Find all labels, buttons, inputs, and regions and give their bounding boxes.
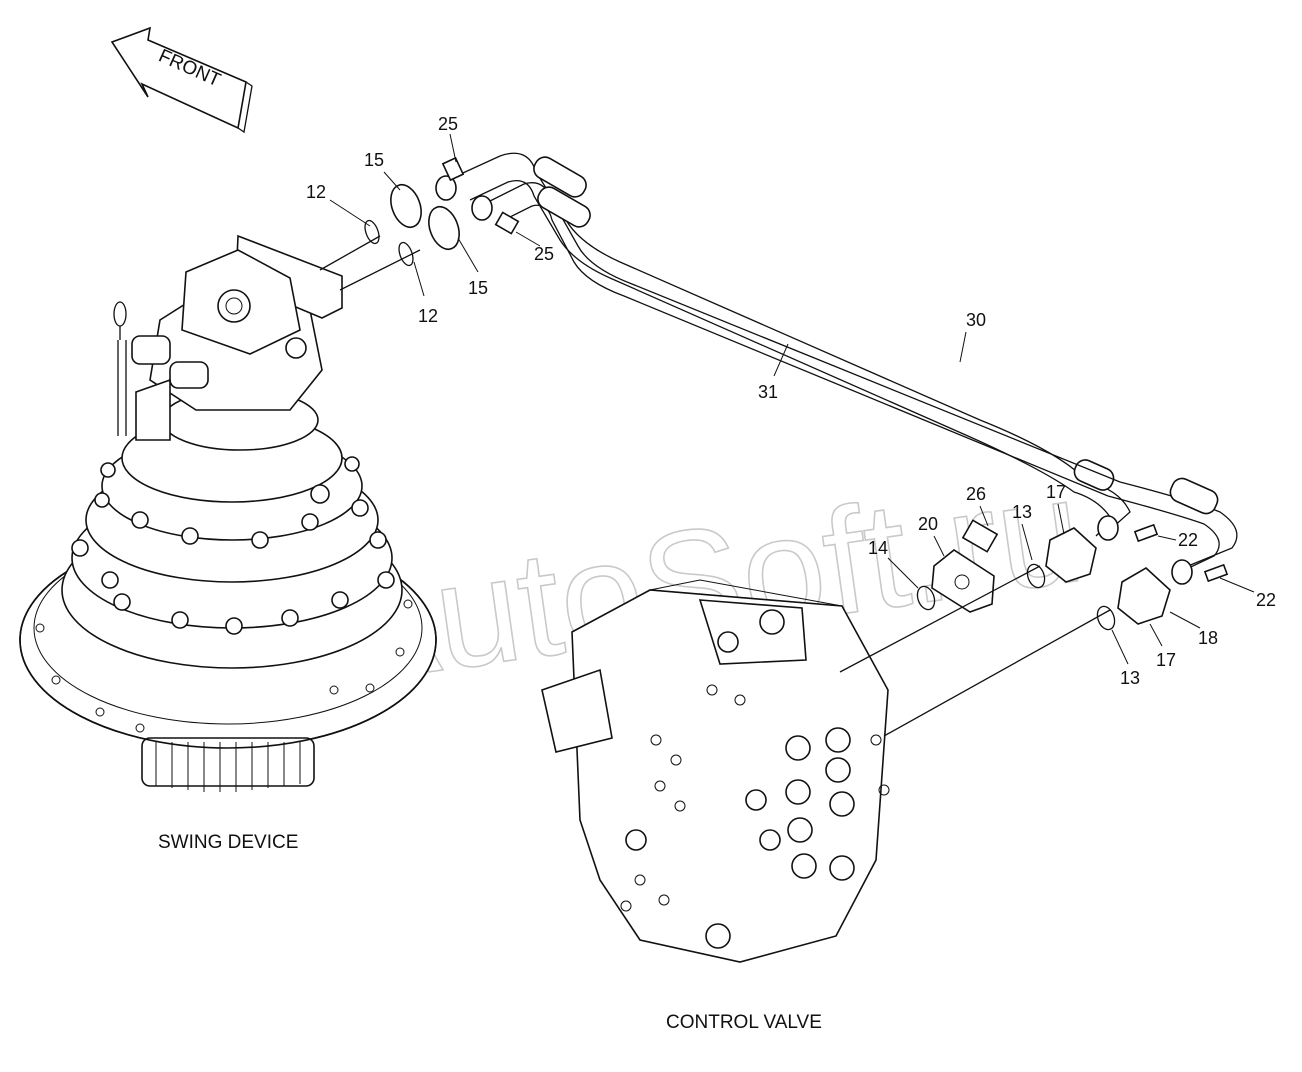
flange-holes — [35, 599, 413, 733]
swing-device: SWING DEVICE — [19, 234, 437, 853]
callout-18: 18 — [1198, 628, 1218, 648]
callout-25-lower: 25 — [534, 244, 554, 264]
valve-ports — [625, 727, 855, 949]
control-valve-label: CONTROL VALVE — [666, 1012, 822, 1033]
callout-17-upper: 17 — [1046, 482, 1066, 502]
callout-26: 26 — [966, 484, 986, 504]
callout-13-lower: 13 — [1120, 668, 1140, 688]
callout-13-upper: 13 — [1012, 502, 1032, 522]
callout-25-upper: 25 — [438, 114, 458, 134]
callout-22-lower: 22 — [1256, 590, 1276, 610]
pinion-gear — [141, 737, 315, 792]
callout-leaders — [329, 133, 1255, 665]
callout-12-lower: 12 — [418, 306, 438, 326]
callout-14: 14 — [868, 538, 888, 558]
callout-31: 31 — [758, 382, 778, 402]
front-arrow: FRONT — [110, 26, 253, 134]
valve-fittings — [839, 515, 1229, 737]
swing-bolts — [71, 456, 395, 635]
swing-fittings — [319, 156, 520, 291]
callout-12-upper: 12 — [306, 182, 326, 202]
swing-motor — [113, 234, 343, 441]
swing-device-label: SWING DEVICE — [158, 832, 298, 853]
control-valve: CONTROL VALVE — [541, 579, 890, 1033]
hose-30 — [487, 156, 1238, 575]
callout-numbers: 25 15 12 25 15 12 30 31 26 20 13 17 14 2… — [306, 114, 1276, 688]
callout-20: 20 — [918, 514, 938, 534]
callout-15-lower: 15 — [468, 278, 488, 298]
callout-22-upper: 22 — [1178, 530, 1198, 550]
callout-30: 30 — [966, 310, 986, 330]
callout-15-upper: 15 — [364, 150, 384, 170]
callout-17-lower: 17 — [1156, 650, 1176, 670]
valve-bolts — [620, 684, 890, 912]
